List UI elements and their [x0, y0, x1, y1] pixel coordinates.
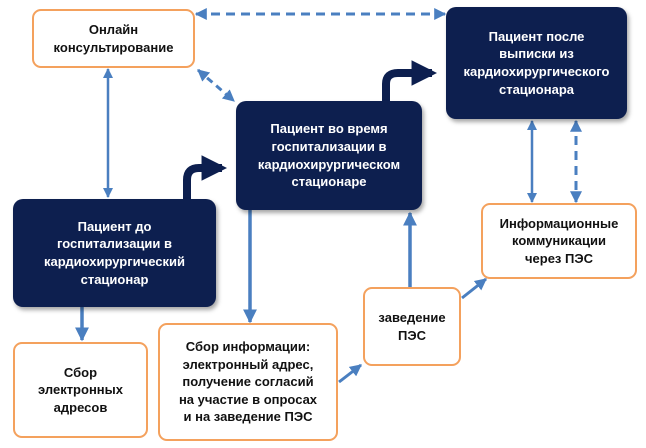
pes-setup-box: заведение ПЭС: [363, 287, 461, 366]
connector-before-during: [183, 155, 228, 202]
collect-info-box: Сбор информации: электронный адрес, полу…: [158, 323, 338, 441]
patient-after-discharge-box: Пациент после выписки из кардиохирургиче…: [446, 7, 627, 119]
patient-before-hospitalization-box: Пациент до госпитализации в кардиохирург…: [13, 199, 216, 307]
pes-setup-label: заведение ПЭС: [378, 309, 446, 343]
patient-during-hospitalization-label: Пациент во время госпитализации в кардио…: [257, 121, 401, 190]
patient-after-discharge-label: Пациент после выписки из кардиохирургиче…: [463, 28, 610, 97]
info-communications-box: Информационные коммуникации через ПЭС: [481, 203, 637, 279]
collect-info-label: Сбор информации: электронный адрес, полу…: [178, 339, 318, 425]
collect-emails-box: Сбор электронных адресов: [13, 342, 148, 438]
online-consulting-label: Онлайн консультирование: [53, 21, 174, 55]
connector-setup-infocomm: [461, 277, 487, 300]
patient-before-hospitalization-label: Пациент до госпитализации в кардиохирург…: [44, 218, 185, 287]
connector-collectinfo-setup: [338, 363, 362, 384]
online-consulting-box: Онлайн консультирование: [32, 9, 195, 68]
connector-during-after: [382, 60, 438, 104]
collect-emails-label: Сбор электронных адресов: [38, 364, 123, 415]
connector-online-during: [197, 68, 235, 103]
patient-during-hospitalization-box: Пациент во время госпитализации в кардио…: [236, 101, 422, 210]
info-communications-label: Информационные коммуникации через ПЭС: [499, 215, 619, 266]
